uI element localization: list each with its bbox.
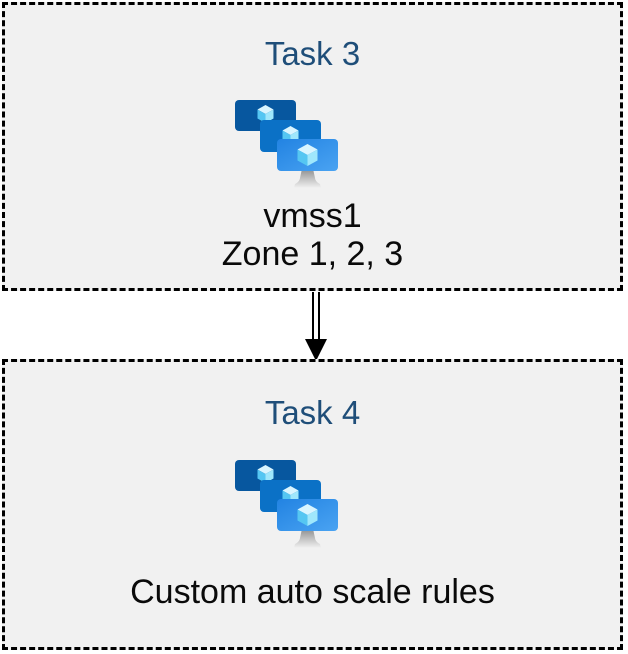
task3-title: Task 3 [264,35,361,72]
vm-scale-sets-icon [235,460,338,550]
vmss-name-label: vmss1 [263,197,362,235]
vm-scale-sets-icon [235,100,338,190]
autoscale-rules-label: Custom auto scale rules [130,573,495,611]
task4-box: Task 4 [2,359,623,650]
zones-label: Zone 1, 2, 3 [221,235,404,273]
down-arrow-connector [294,292,338,361]
task4-title: Task 4 [264,394,361,431]
task3-box: Task 3 [2,2,623,291]
